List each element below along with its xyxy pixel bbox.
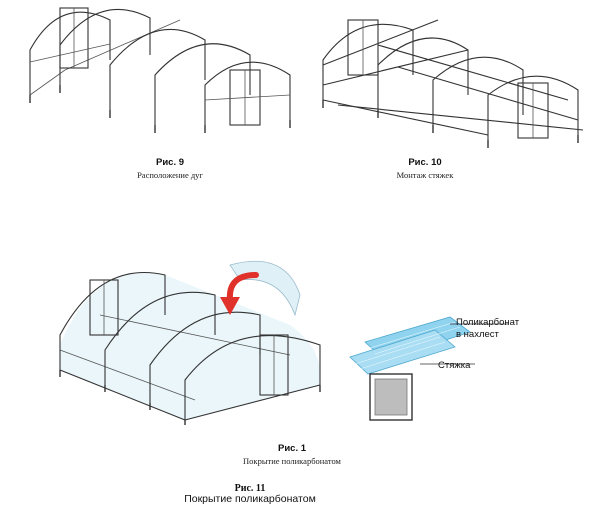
callout-polycarbonate-line1: Поликарбонат bbox=[456, 317, 520, 328]
figure-11-covering-drawing bbox=[59, 261, 321, 425]
figure-10-ties-drawing bbox=[322, 19, 584, 148]
bottom-caption-text: Покрытие поликарбонатом bbox=[184, 493, 316, 505]
figure-9-number: Рис. 9 bbox=[155, 157, 185, 168]
curved-arrow-icon bbox=[220, 272, 259, 315]
callout-tie: Стяжка bbox=[438, 360, 471, 371]
figure-11-detail-drawing bbox=[349, 316, 508, 421]
figure-10-caption: Монтаж стяжек bbox=[396, 170, 454, 180]
figure-9-arches-drawing bbox=[29, 7, 291, 133]
bottom-caption-number: Рис. 11 bbox=[234, 483, 266, 494]
callout-polycarbonate-line2: в нахлест bbox=[456, 329, 499, 340]
figure-11-number: Рис. 1 bbox=[277, 443, 307, 454]
figure-11-caption: Покрытие поликарбонатом bbox=[243, 456, 341, 466]
figure-9-caption: Расположение дуг bbox=[137, 170, 203, 180]
figure-10-number: Рис. 10 bbox=[408, 157, 442, 168]
